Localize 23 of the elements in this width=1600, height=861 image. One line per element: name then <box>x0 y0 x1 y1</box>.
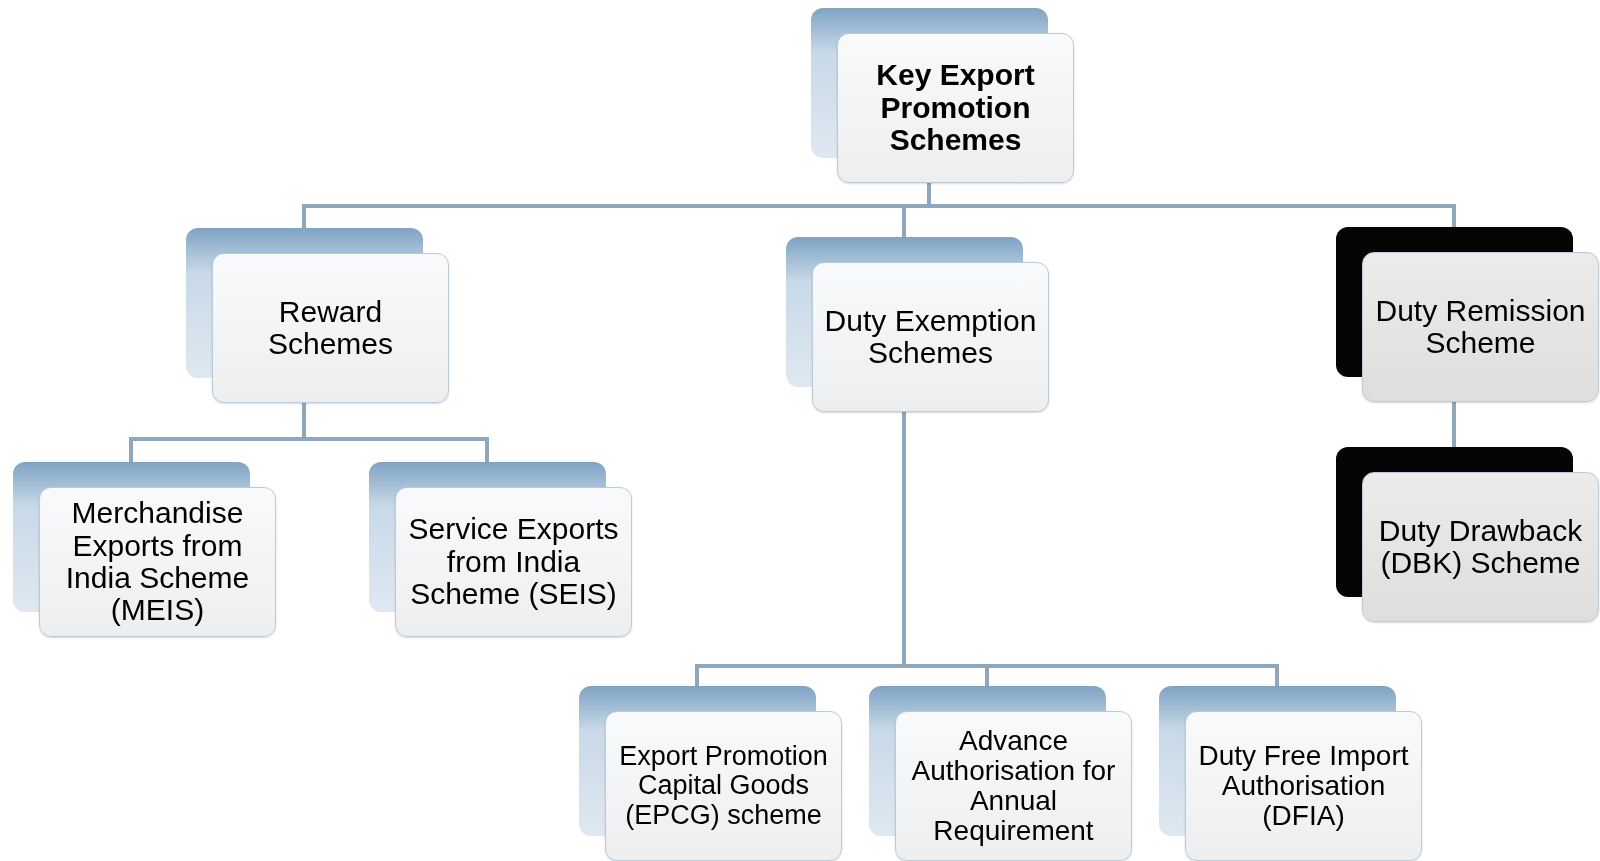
stacked-card <box>786 237 1049 412</box>
card-label: Service Exports from India Scheme (SEIS) <box>407 513 620 611</box>
connector-line <box>302 403 489 462</box>
stacked-card <box>1336 447 1599 622</box>
card-label: Duty Remission Scheme <box>1374 294 1587 360</box>
stacked-card <box>186 228 449 403</box>
card-label: Duty Exemption Schemes <box>823 304 1038 370</box>
stacked-card <box>1336 227 1599 402</box>
stacked-card <box>579 686 842 861</box>
card-label: Merchandise Exports from India Scheme (MEIS) <box>64 497 251 627</box>
card-label: Duty Free Import Authorisation (DFIA) <box>1197 740 1410 832</box>
card-label: Duty Drawback (DBK) Scheme <box>1377 514 1584 580</box>
card-label: Reward Schemes <box>266 295 395 361</box>
stacked-card <box>1159 686 1422 861</box>
connector-line <box>1452 402 1456 447</box>
stacked-card <box>13 462 276 637</box>
card-label: Key Export Promotion Schemes <box>875 59 1036 157</box>
connector-line <box>927 183 1456 227</box>
card-label: Advance Authorisation for Annual Requirement <box>910 725 1117 847</box>
card-label: Export Promotion Capital Goods (EPCG) scheme <box>618 742 829 830</box>
stacked-card <box>369 462 632 637</box>
stacked-card <box>811 8 1074 183</box>
stacked-card <box>869 686 1132 861</box>
